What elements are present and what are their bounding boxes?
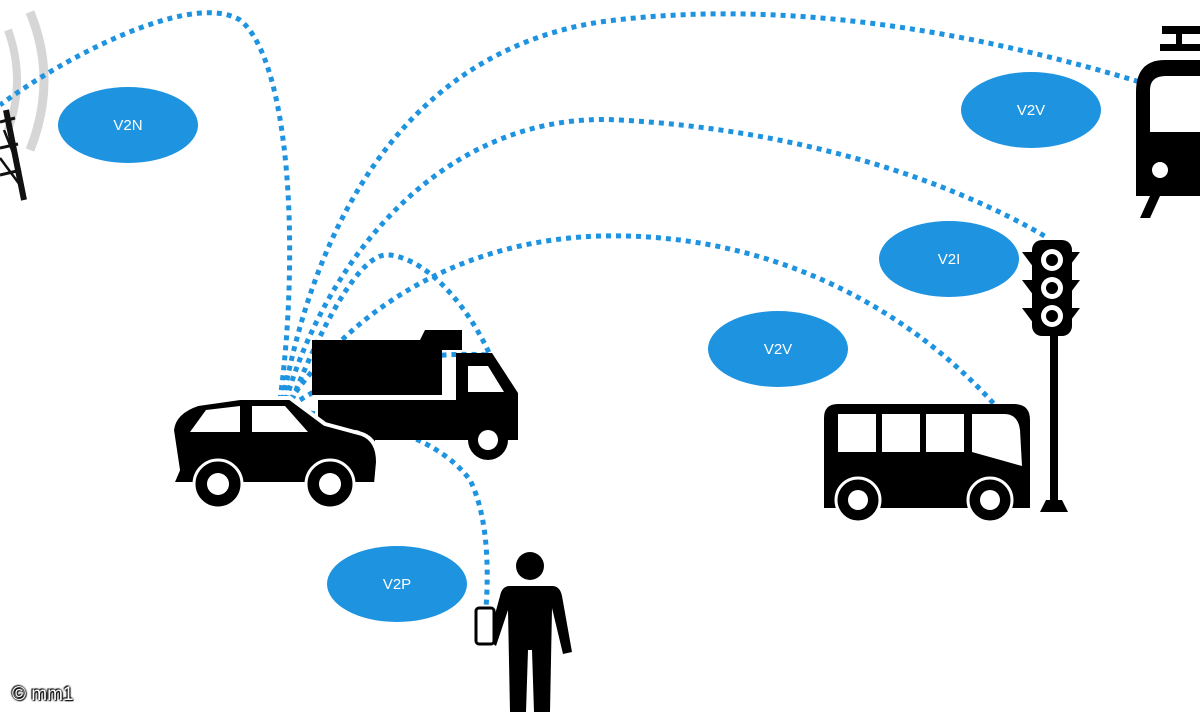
label-v2n: V2N [58,87,198,163]
smartphone-icon [474,606,496,646]
label-v2v-bus-text: V2V [764,341,792,358]
label-v2v-train: V2V [961,72,1101,148]
label-v2p: V2P [327,546,467,622]
cell-tower-icon [0,10,49,201]
train-icon [1136,26,1200,218]
link-car-train [280,11,1141,401]
label-v2v-train-text: V2V [1017,102,1045,119]
pedestrian-icon [488,552,572,712]
link-car-tower [0,10,293,401]
link-car-bus [287,233,997,407]
label-v2i: V2I [879,221,1019,297]
bus-icon [824,404,1030,524]
link-car-truck [289,252,493,401]
traffic-light-icon [1022,240,1080,512]
copyright-notice: © mm1 [12,684,74,705]
label-v2n-text: V2N [113,117,142,134]
label-v2p-text: V2P [383,576,411,593]
link-car-trafficlight [283,117,1050,401]
car-icon [170,396,380,510]
label-v2i-text: V2I [938,251,961,268]
label-v2v-bus: V2V [708,311,848,387]
